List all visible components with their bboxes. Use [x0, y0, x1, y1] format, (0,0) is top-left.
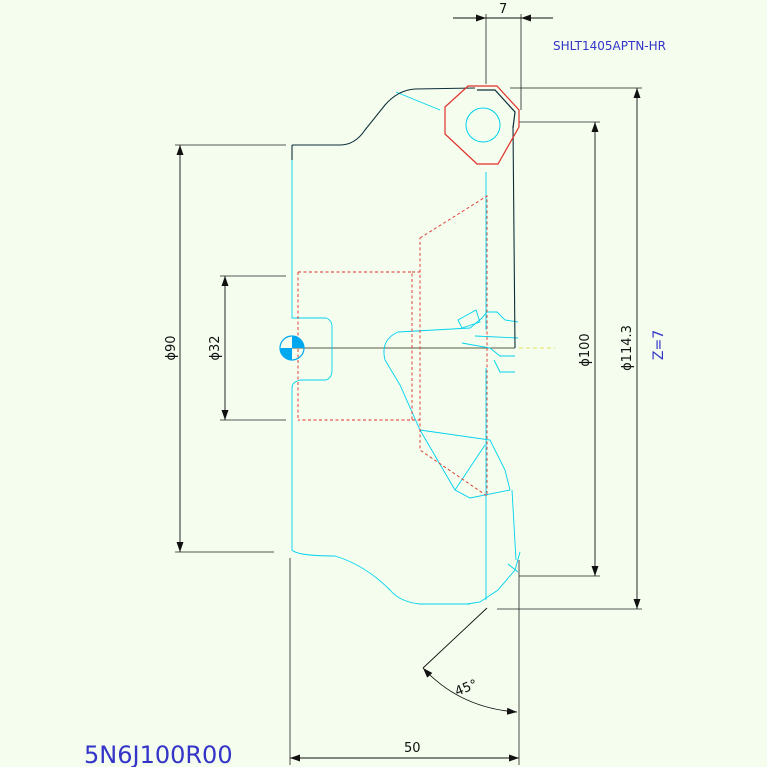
cutter-body-outline	[291, 87, 516, 349]
insert-octagon	[444, 85, 520, 165]
dim-lead-angle: 45°	[453, 677, 480, 700]
center-mark	[279, 335, 305, 361]
dim-max-diameter: ϕ114.3	[620, 325, 635, 371]
teeth-count-label: Z=7	[651, 330, 667, 360]
dim-height: 50	[404, 741, 421, 756]
dim-hub-diameter: ϕ90	[164, 335, 179, 360]
insert-code-label: SHLT1405APTN-HR	[553, 39, 666, 53]
bore-hidden-lines	[297, 195, 488, 497]
dimension-lines	[176, 14, 641, 762]
dim-cutting-diameter: ϕ100	[578, 333, 593, 366]
dim-bore-diameter: ϕ32	[208, 335, 223, 360]
tool-code-label: 5N6J100R00	[84, 741, 233, 767]
cutter-body-hidden-outline	[291, 91, 521, 605]
dim-insert-width: 7	[499, 2, 507, 17]
extension-lines	[175, 14, 642, 765]
